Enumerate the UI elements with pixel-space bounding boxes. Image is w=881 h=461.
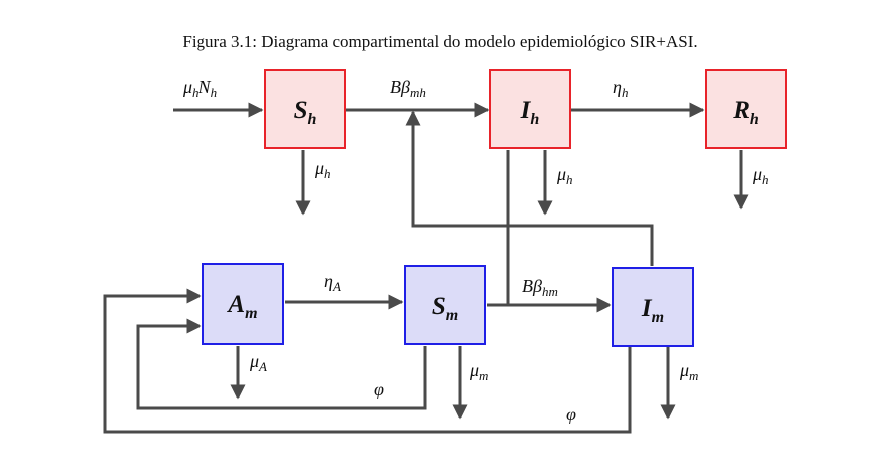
node-sh-border xyxy=(264,69,346,149)
node-ih-border xyxy=(489,69,571,149)
node-im-label: Im xyxy=(641,295,664,326)
node-sh-label: Sh xyxy=(294,97,317,128)
edges xyxy=(103,102,749,434)
rate-labels: μhNh Bβmh ηh μh μh μh ηA Bβhm μA μm μm φ… xyxy=(182,77,769,424)
figure-caption: Figura 3.1: Diagrama compartimental do m… xyxy=(182,32,697,51)
node-sm-label: Sm xyxy=(432,293,458,324)
node-ih-label: Ih xyxy=(520,97,540,128)
node-sh-box xyxy=(265,70,345,148)
node-am: Am xyxy=(202,263,284,345)
rate-mu-m-im: μm xyxy=(679,360,698,383)
rate-phi-im: φ xyxy=(566,404,576,424)
node-ih: Ih xyxy=(489,69,571,149)
node-im-box xyxy=(613,268,693,346)
node-rh-label: Rh xyxy=(732,97,759,128)
node-sm-border xyxy=(404,265,486,345)
rate-bbeta-hm: Bβhm xyxy=(522,276,558,299)
rate-mu-h-rh: μh xyxy=(752,164,769,187)
node-sm-box xyxy=(405,266,485,344)
node-am-border xyxy=(202,263,284,345)
node-rh: Rh xyxy=(705,69,787,149)
node-ih-box xyxy=(490,70,570,148)
rate-eta-h: ηh xyxy=(613,77,628,100)
node-im-border xyxy=(612,267,694,347)
node-im: Im xyxy=(612,267,694,347)
node-sm: Sm xyxy=(404,265,486,345)
node-am-label: Am xyxy=(226,291,257,322)
edge-im-to-infection xyxy=(405,110,654,266)
rate-muh-nh: μhNh xyxy=(182,77,217,100)
rate-eta-a: ηA xyxy=(324,271,341,294)
node-rh-border xyxy=(705,69,787,149)
rate-mu-a: μA xyxy=(249,351,267,374)
rate-bbeta-mh: Bβmh xyxy=(390,77,426,100)
node-am-box xyxy=(203,264,283,344)
edge-im-oviposition xyxy=(103,288,632,434)
rate-mu-m-sm: μm xyxy=(469,360,488,383)
edge-sm-oviposition xyxy=(136,318,427,410)
rate-mu-h-sh: μh xyxy=(314,158,331,181)
rate-mu-h-ih: μh xyxy=(556,164,573,187)
rate-phi-sm: φ xyxy=(374,379,384,399)
node-rh-box xyxy=(706,70,786,148)
node-sh: Sh xyxy=(264,69,346,149)
